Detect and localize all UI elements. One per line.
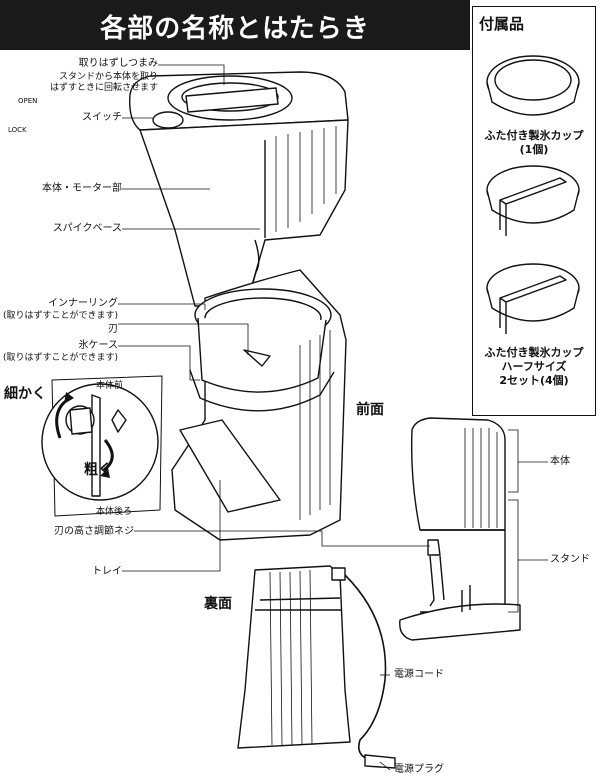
power-plug-shape bbox=[364, 754, 396, 769]
ice-cup-full-illustration bbox=[486, 55, 580, 116]
page-title-bar: 各部の名称とはたらき bbox=[0, 0, 470, 50]
back-view-illustration bbox=[237, 565, 351, 749]
label-body-back: 本体後ろ bbox=[96, 507, 133, 517]
label-stand: スタンド bbox=[550, 554, 590, 565]
label-power-plug: 電源プラグ bbox=[394, 764, 444, 775]
accessory-item1-qty: (1個) bbox=[519, 143, 549, 156]
label-switch: スイッチ bbox=[82, 112, 122, 123]
label-tray: トレイ bbox=[92, 566, 122, 577]
label-inner-ring-note: (取りはずすことができます) bbox=[2, 311, 118, 321]
label-back-view: 裏面 bbox=[204, 596, 232, 612]
page-title: 各部の名称とはたらき bbox=[100, 14, 370, 44]
label-power-cord: 電源コード bbox=[394, 669, 444, 680]
label-body-front: 本体前 bbox=[96, 381, 124, 391]
power-cord-line bbox=[344, 574, 387, 761]
label-open: OPEN bbox=[18, 97, 38, 105]
coarse-arrow-icon bbox=[103, 439, 114, 472]
label-knob: 取りはずしつまみ bbox=[78, 58, 158, 69]
label-knob-note-2: はずすときに回転させます bbox=[49, 83, 158, 93]
label-inner-ring: インナーリング bbox=[48, 298, 118, 309]
accessory-item2-name: ふた付き製氷カップ bbox=[484, 346, 584, 359]
label-front-view: 前面 bbox=[356, 402, 384, 418]
label-motor: 本体・モーター部 bbox=[42, 183, 122, 194]
label-body: 本体 bbox=[550, 456, 570, 467]
label-ice-case: 氷ケース bbox=[78, 340, 119, 351]
label-ice-case-note: (取りはずすことができます) bbox=[2, 353, 118, 363]
label-blade: 刃 bbox=[108, 324, 118, 335]
ice-cup-half-illustration-1 bbox=[486, 165, 580, 236]
label-lock: LOCK bbox=[8, 126, 27, 134]
accessories-panel: 付属品 bbox=[472, 6, 596, 416]
label-blade-adjust-screw: 刃の高さ調節ネジ bbox=[54, 526, 134, 537]
label-fine: 細かく bbox=[4, 386, 46, 402]
label-knob-note-1: スタンドから本体を取り bbox=[58, 72, 158, 82]
label-coarse: 粗く bbox=[84, 462, 112, 478]
ice-cup-half-illustration-2 bbox=[486, 263, 580, 334]
stand-illustration bbox=[171, 269, 347, 541]
accessory-item2-size: ハーフサイズ bbox=[501, 360, 567, 373]
label-spike-base: スパイクベース bbox=[52, 223, 122, 234]
accessories-heading: 付属品 bbox=[479, 15, 525, 33]
front-view-illustration bbox=[399, 417, 521, 641]
blade-height-inset bbox=[41, 375, 163, 517]
accessory-item1-name: ふた付き製氷カップ bbox=[484, 129, 584, 142]
accessory-item2-qty: 2セット(4個) bbox=[499, 374, 569, 387]
